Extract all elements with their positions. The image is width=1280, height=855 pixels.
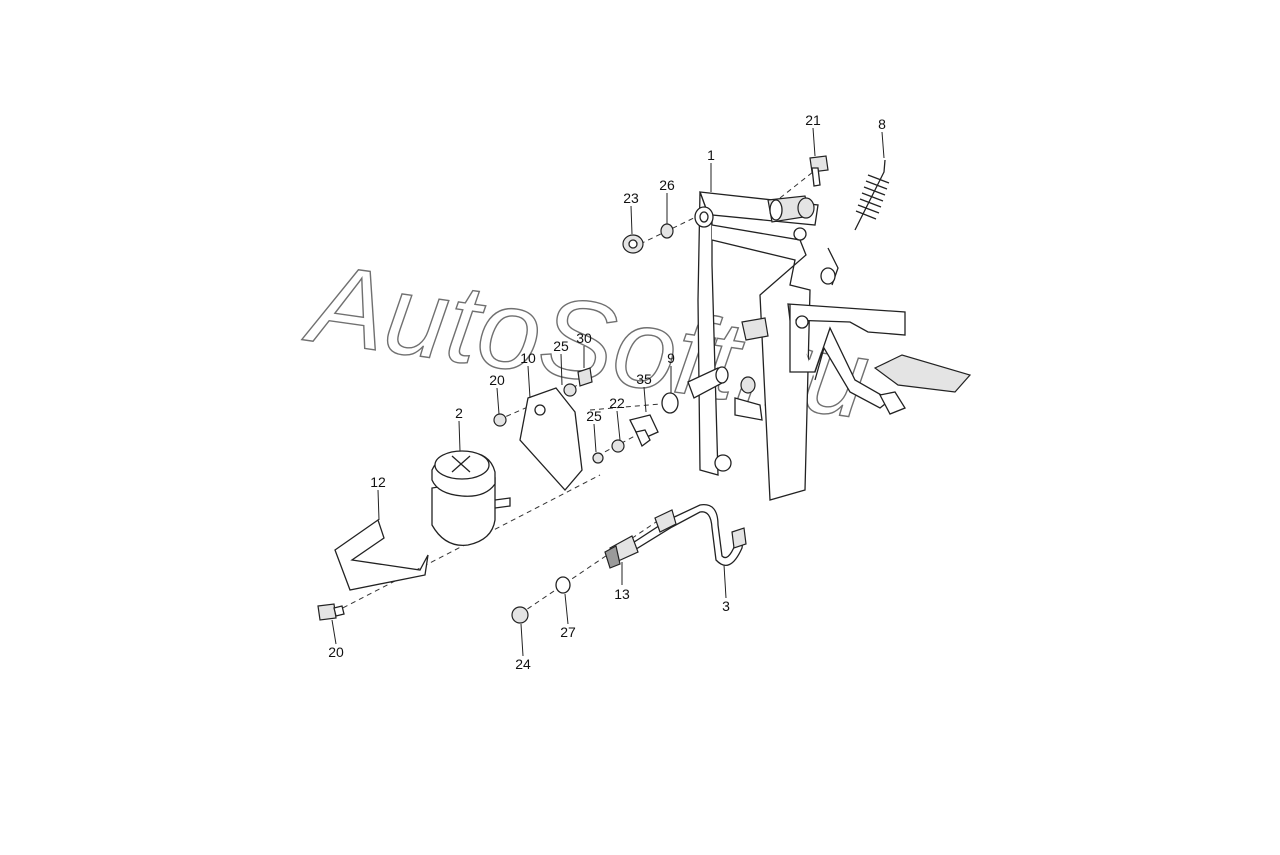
washer-27 (555, 576, 571, 594)
callout-12: 12 (370, 474, 386, 490)
clutch-hose (604, 504, 747, 569)
bolt-20 (317, 603, 345, 621)
callout-27: 27 (560, 624, 576, 640)
nut-24 (511, 606, 529, 624)
callout-35: 35 (636, 371, 652, 387)
callout-2: 2 (455, 405, 463, 421)
callout-23: 23 (623, 190, 639, 206)
callout-8: 8 (878, 116, 886, 132)
master-cylinder (767, 195, 815, 223)
washer-lower (611, 439, 625, 453)
callout-10: 10 (520, 350, 536, 366)
callout-1: 1 (707, 147, 715, 163)
callout-21: 21 (805, 112, 821, 128)
bolt-21 (809, 155, 829, 187)
callout-24: 24 (515, 656, 531, 672)
callout-3: 3 (722, 598, 730, 614)
fluid-reservoir (431, 450, 511, 546)
clutch-pedal (787, 303, 972, 415)
callout-20-upper: 20 (489, 372, 505, 388)
clevis-pin (629, 414, 659, 448)
callout-20-lower: 20 (328, 644, 344, 660)
pivot-pin (661, 317, 769, 414)
callout-30: 30 (576, 330, 592, 346)
return-spring (820, 159, 890, 286)
callout-25-upper: 25 (553, 338, 569, 354)
bolt-20-small (493, 413, 507, 427)
reservoir-strap (334, 518, 429, 591)
callout-25-lower: 25 (586, 408, 602, 424)
callout-26: 26 (659, 177, 675, 193)
reservoir-bracket-plate (519, 367, 593, 491)
washer-26 (660, 223, 674, 239)
callout-labels: 1 21 8 23 26 30 25 10 9 35 20 2 22 25 12… (328, 112, 886, 672)
leader-lines (331, 127, 885, 657)
callout-9: 9 (667, 350, 675, 366)
nut-25-lower (592, 452, 604, 464)
callout-13: 13 (614, 586, 630, 602)
callout-22: 22 (609, 395, 625, 411)
